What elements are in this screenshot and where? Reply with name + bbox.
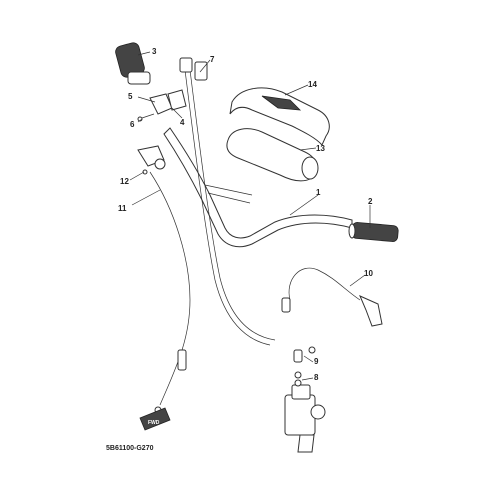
carburetor — [284, 384, 326, 453]
diagram-code: 5B61100-G270 — [106, 445, 154, 452]
callout-2: 2 — [368, 197, 373, 206]
switch-wire — [149, 171, 191, 414]
callout-1: 1 — [316, 188, 321, 197]
callout-9: 9 — [314, 357, 319, 366]
engine-stop-switch — [137, 145, 166, 175]
left-grip-throttle — [115, 42, 151, 85]
crossbar-pad — [226, 128, 319, 182]
callout-7: 7 — [210, 55, 215, 64]
callout-3: 3 — [152, 47, 157, 56]
callout-10: 10 — [364, 269, 373, 278]
callout-4: 4 — [180, 118, 185, 127]
fwd-arrow-icon: FWD — [139, 407, 171, 431]
right-grip — [348, 222, 399, 242]
fwd-label: FWD — [148, 420, 160, 426]
callout-labels: 1 2 3 4 5 6 7 8 9 10 11 12 13 14 — [118, 47, 373, 382]
callout-13: 13 — [316, 144, 325, 153]
leader-lines — [129, 51, 371, 381]
callout-5: 5 — [128, 92, 133, 101]
callout-11: 11 — [118, 204, 127, 213]
handlebar-cover — [229, 87, 330, 146]
lever-cable — [281, 267, 383, 327]
callout-8: 8 — [314, 373, 319, 382]
throttle-housing — [137, 89, 187, 122]
callout-6: 6 — [130, 120, 135, 129]
callout-12: 12 — [120, 177, 129, 186]
adjuster-parts — [293, 346, 316, 387]
callout-14: 14 — [308, 80, 317, 89]
